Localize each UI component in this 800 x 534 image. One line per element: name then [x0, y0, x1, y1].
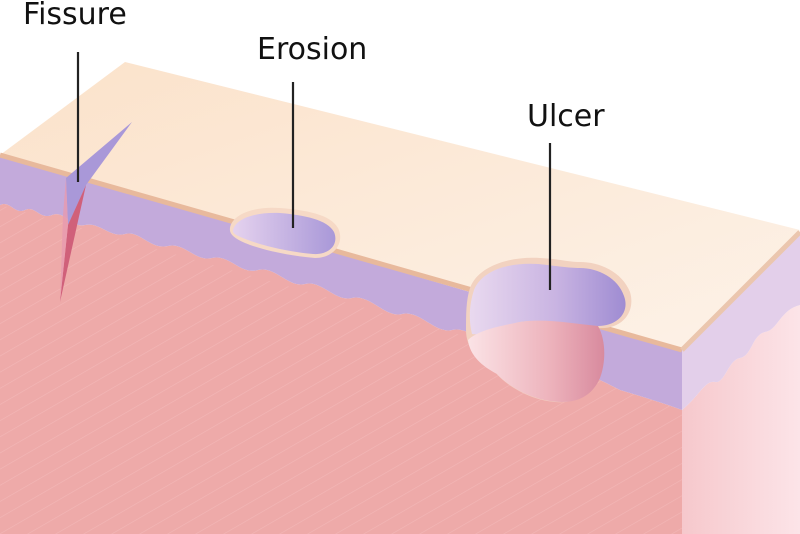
basal-layer-right	[682, 235, 800, 410]
fissure-lesion	[60, 122, 132, 302]
ulcer-label: Ulcer	[527, 99, 605, 134]
dermis-hatch	[0, 205, 682, 534]
ulcer-lesion	[466, 257, 632, 403]
erosion-label: Erosion	[257, 32, 367, 67]
fissure-label: Fissure	[23, 0, 127, 32]
dermis-right-face	[682, 305, 800, 534]
epidermis-right-edge	[680, 230, 800, 352]
erosion-lesion	[229, 207, 341, 258]
